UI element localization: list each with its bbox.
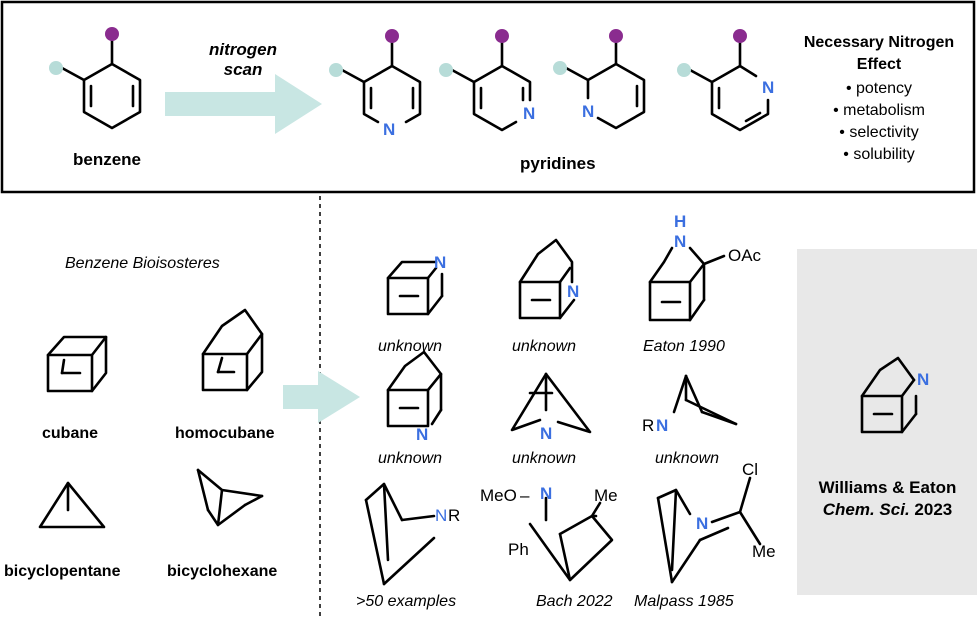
benzene-label: benzene (73, 150, 142, 169)
pyridine-2-structure (450, 38, 532, 132)
pyridine-4-structure (688, 38, 770, 132)
bicyclohexane-structure (196, 468, 264, 527)
r2c3-n-atom: N (656, 416, 669, 435)
bicyclopentane-structure (38, 481, 106, 529)
caption-r2c3: unknown (655, 450, 720, 467)
aza-homocubane-2-structure (386, 350, 443, 428)
bach-meo-group: MeO (480, 486, 517, 505)
effect-item-solubility: • solubility (843, 146, 915, 163)
eaton-1990-structure (648, 246, 726, 322)
cubane-structure (46, 335, 108, 393)
aza-homocubane-1-structure (518, 238, 576, 320)
bach-2022-structure (528, 496, 614, 582)
malpass-1985-structure (656, 476, 762, 584)
bioisosteres-heading: Benzene Bioisosteres (65, 255, 220, 272)
nitrogen-scan-arrow (165, 74, 322, 134)
highlight-year: 2023 (914, 500, 953, 519)
highlight-journal: Chem. Sci. (822, 500, 910, 519)
azabicyclohexane-1-structure (510, 372, 592, 434)
eaton-oac-group: OAc (728, 246, 762, 265)
pyridine-1-n-atom: N (383, 120, 396, 139)
caption-r1c1: unknown (378, 338, 443, 355)
malpass-me-group: Me (752, 542, 776, 561)
pyridine-3-n-atom: N (582, 102, 595, 121)
cubane-label: cubane (42, 425, 99, 442)
azabicyclopentane-structure (672, 374, 738, 426)
highlight-box (797, 249, 977, 595)
bioisostere-arrow (283, 371, 360, 423)
caption-r2c1: unknown (378, 450, 443, 467)
nitrogen-scan-label-line1: nitrogen (209, 40, 277, 59)
bach-n-atom: N (540, 484, 553, 503)
eaton-n-atom: N (674, 232, 687, 251)
caption-bach-2022: Bach 2022 (536, 593, 613, 610)
azabicyclohexane-2-structure (364, 482, 436, 586)
malpass-cl-group: Cl (742, 460, 759, 479)
homocubane-label: homocubane (175, 425, 275, 442)
bicyclohexane-label: bicyclohexane (167, 563, 278, 580)
williams-eaton-structure (860, 356, 918, 434)
homocubane-structure (201, 308, 264, 392)
r2c1-n-atom: N (416, 425, 429, 444)
pyridine-4-n-atom: N (762, 78, 775, 97)
caption-malpass-1985: Malpass 1985 (634, 593, 734, 610)
effect-title-line2: Effect (856, 56, 902, 73)
bach-ph-group: Ph (508, 540, 529, 559)
caption-eaton-1990: Eaton 1990 (643, 338, 725, 355)
effect-title-line1: Necessary Nitrogen (803, 34, 955, 51)
aza-cubane-structure (386, 260, 444, 316)
williams-eaton-n-atom: N (917, 370, 930, 389)
effect-item-metabolism: • metabolism (833, 102, 925, 119)
pyridine-1-structure (340, 38, 422, 124)
examples-r-group: R (448, 506, 461, 525)
effect-item-potency: • potency (845, 80, 913, 97)
nitrogen-scan-label-line2: scan (223, 60, 263, 79)
highlight-authors: Williams & Eaton (818, 478, 957, 497)
r2c2-n-atom: N (540, 424, 553, 443)
pyridine-3-structure (564, 38, 646, 130)
effect-item-selectivity: • selectivity (839, 124, 919, 141)
bicyclopentane-label: bicyclopentane (4, 563, 121, 580)
pyridines-label: pyridines (520, 154, 596, 173)
caption-r2c2: unknown (512, 450, 577, 467)
caption-r1c2: unknown (512, 338, 577, 355)
r1c1-n-atom: N (434, 253, 447, 272)
r2c3-r-group: R (642, 416, 655, 435)
bach-me-group: Me (594, 486, 618, 505)
eaton-h-atom: H (674, 212, 687, 231)
caption-examples: >50 examples (356, 593, 457, 610)
top-panel-border (0, 0, 976, 194)
pyridine-2-n-atom: N (523, 104, 536, 123)
benzene-structure (60, 36, 142, 130)
highlight-citation: Chem. Sci. 2023 (800, 500, 975, 520)
substituent-dots (49, 27, 747, 77)
r1c2-n-atom: N (567, 282, 580, 301)
examples-n-atom: N (435, 506, 448, 525)
malpass-n-atom: N (696, 514, 709, 533)
